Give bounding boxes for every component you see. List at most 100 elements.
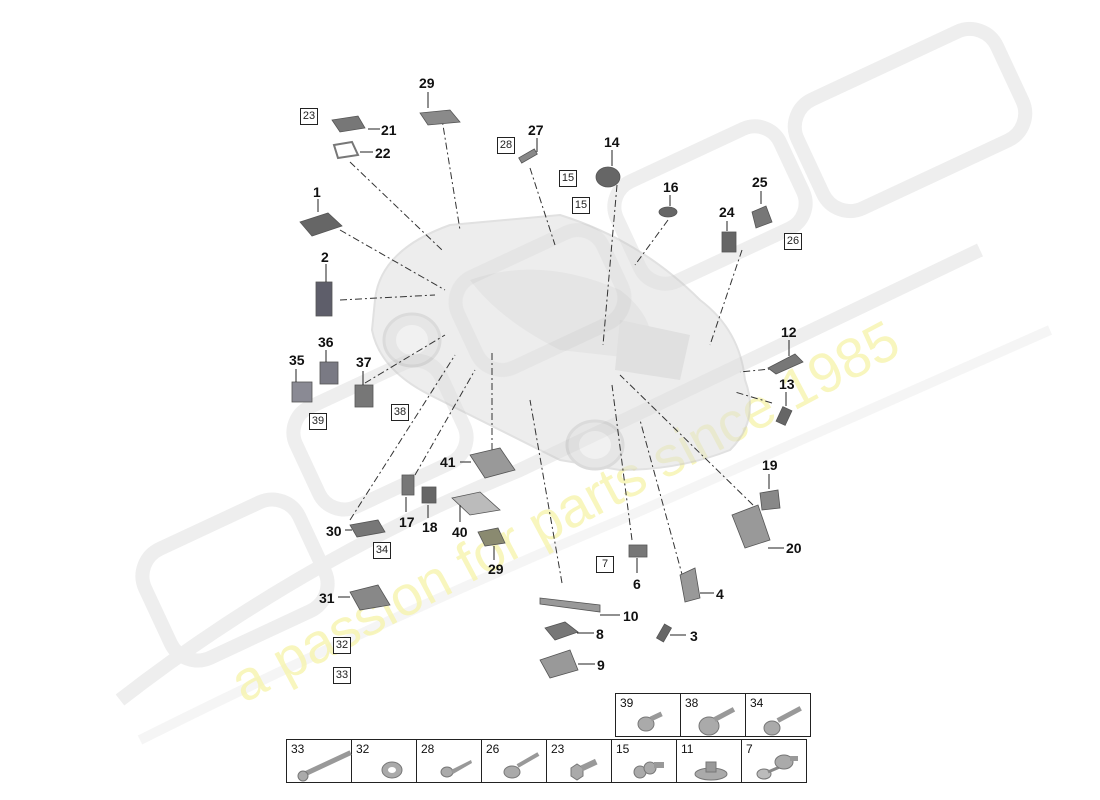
fastener-table-bottom: 33 32 28 26 23 15 [286, 739, 807, 783]
fastener-number: 7 [746, 742, 753, 756]
part-36-module [319, 361, 339, 385]
callout-41: 41 [440, 454, 456, 470]
fastener-cell-26: 26 [481, 739, 547, 783]
fastener-number: 32 [356, 742, 370, 756]
callout-19: 19 [762, 457, 778, 473]
callout-6: 6 [633, 576, 641, 592]
part-24-module [721, 231, 737, 253]
part-25-sensor [751, 205, 773, 229]
callout-30: 30 [326, 523, 342, 539]
callout-37: 37 [356, 354, 372, 370]
ref-box-28: 28 [497, 137, 515, 154]
fastener-cell-23: 23 [546, 739, 612, 783]
fastener-number: 23 [551, 742, 565, 756]
callout-35: 35 [289, 352, 305, 368]
part-19-module [759, 489, 781, 511]
ref-box-32: 32 [333, 637, 351, 654]
ref-box-34: 34 [373, 542, 391, 559]
push-rivet-icon [756, 754, 798, 780]
hex-bolt-icon [570, 758, 598, 781]
callout-24: 24 [719, 204, 735, 220]
flange-nut-icon [694, 761, 728, 781]
ref-box-15b: 15 [572, 197, 590, 214]
pan-head-screw-short-icon [637, 711, 663, 732]
part-21-module [331, 115, 366, 133]
part-27-antenna [518, 148, 538, 164]
callout-2: 2 [321, 249, 329, 265]
callout-1: 1 [313, 184, 321, 200]
ref-box-23: 23 [300, 108, 318, 125]
part-3-sensor [655, 623, 673, 643]
pan-head-bolt-icon [763, 706, 802, 736]
part-18-module [421, 486, 437, 504]
part-35-module [291, 381, 313, 403]
fastener-cell-39: 39 [615, 693, 681, 737]
callout-17: 17 [399, 514, 415, 530]
part-41-bracket [469, 447, 516, 479]
self-tapping-screw-icon [440, 760, 472, 778]
fastener-number: 26 [486, 742, 500, 756]
flange-bolt-icon [503, 752, 540, 779]
callout-3: 3 [690, 628, 698, 644]
callout-29-bottom: 29 [488, 561, 504, 577]
part-1-control-unit [299, 212, 343, 237]
ref-box-39: 39 [309, 413, 327, 430]
part-20-bracket [731, 504, 771, 549]
callout-12: 12 [781, 324, 797, 340]
part-14-horn [595, 166, 621, 188]
callout-25: 25 [752, 174, 768, 190]
expanding-clip-icon [633, 761, 664, 779]
part-12-module [767, 353, 804, 375]
callout-8: 8 [596, 626, 604, 642]
part-29-module-lower [477, 527, 506, 547]
callout-13: 13 [779, 376, 795, 392]
part-37-actuator [354, 384, 374, 408]
ref-box-15a: 15 [559, 170, 577, 187]
part-6-sensor [628, 544, 648, 558]
fastener-table-top: 39 38 34 [615, 693, 811, 737]
fastener-number: 15 [616, 742, 630, 756]
part-16-sensor [658, 206, 678, 218]
part-10-rail [539, 597, 601, 613]
fastener-cell-34: 34 [745, 693, 811, 737]
fastener-cell-33: 33 [286, 739, 352, 783]
ref-box-38: 38 [391, 404, 409, 421]
fastener-number: 11 [681, 742, 694, 756]
fastener-number: 38 [685, 696, 699, 710]
callout-36: 36 [318, 334, 334, 350]
fastener-number: 33 [291, 742, 305, 756]
callout-22: 22 [375, 145, 391, 161]
callout-18: 18 [422, 519, 438, 535]
callout-4: 4 [716, 586, 724, 602]
fastener-cell-7: 7 [741, 739, 807, 783]
part-9-bracket [539, 649, 579, 679]
ref-box-26: 26 [784, 233, 802, 250]
callout-9: 9 [597, 657, 605, 673]
fastener-cell-32: 32 [351, 739, 417, 783]
fastener-number: 39 [620, 696, 634, 710]
callout-16: 16 [663, 179, 679, 195]
fastener-cell-28: 28 [416, 739, 482, 783]
washer-icon [381, 761, 403, 779]
part-13-sensor [775, 406, 793, 426]
part-8-module [544, 621, 579, 641]
part-17-bracket [401, 474, 415, 496]
fastener-cell-11: 11 [676, 739, 742, 783]
part-40-bracket [451, 491, 501, 516]
callout-21: 21 [381, 122, 397, 138]
fastener-cell-15: 15 [611, 739, 677, 783]
fastener-number: 28 [421, 742, 435, 756]
part-31-bracket [349, 584, 391, 611]
callout-14: 14 [604, 134, 620, 150]
ref-box-7: 7 [596, 556, 614, 573]
fastener-cell-38: 38 [680, 693, 746, 737]
callout-31: 31 [319, 590, 335, 606]
part-30-module [349, 519, 386, 538]
callout-29-top: 29 [419, 75, 435, 91]
fastener-number: 34 [750, 696, 764, 710]
part-4-bracket [679, 567, 701, 603]
callout-27: 27 [528, 122, 544, 138]
